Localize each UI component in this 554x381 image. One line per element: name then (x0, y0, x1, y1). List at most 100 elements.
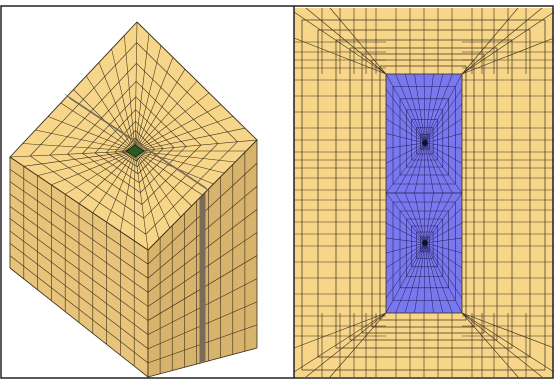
refined-spoke (404, 192, 426, 244)
refined-spoke (424, 142, 444, 194)
section-diagonal-line (305, 312, 387, 378)
panel-right-cross-section (293, 7, 554, 378)
cube-top-spoke (9, 150, 136, 158)
refined-spoke (424, 118, 463, 144)
cube-top-spoke (134, 150, 181, 218)
section-diagonal-line (293, 312, 387, 349)
refined-spoke (423, 242, 426, 314)
refined-spoke (424, 242, 463, 299)
refined-spoke (424, 222, 463, 244)
refined-spoke (385, 242, 426, 269)
refined-spoke (424, 88, 463, 144)
section-diagonal-line (461, 37, 554, 75)
section-ring (349, 47, 498, 341)
refined-spoke (423, 192, 426, 244)
section-ring (361, 53, 485, 334)
section-diagonal-line (293, 11, 387, 75)
section-diagonal-line (305, 7, 387, 75)
refined-spoke (385, 142, 426, 164)
cube-top-spoke (134, 80, 198, 152)
refined-spoke (424, 242, 444, 314)
cube-top-spoke (92, 150, 136, 213)
figure-frame (0, 5, 554, 379)
refined-spoke (424, 142, 434, 194)
cube-top-spoke (134, 45, 162, 152)
refined-spoke (424, 103, 463, 144)
point-source-marker (422, 140, 428, 146)
refined-spoke (404, 73, 426, 144)
refined-spoke (385, 207, 426, 244)
cube-left-face-gridline (9, 255, 149, 364)
cube-top-spoke (47, 116, 136, 152)
cube-top-spoke (85, 75, 136, 152)
section-diagonal-line (293, 312, 387, 373)
cube-top-spoke (65, 150, 136, 195)
refined-spoke (395, 192, 426, 244)
refined-spoke (424, 142, 463, 179)
section-ring (371, 59, 475, 328)
cube-top-spoke (134, 150, 225, 174)
refined-spoke (424, 237, 463, 244)
cube-top-spoke (134, 92, 210, 152)
section-diagonal-line (461, 312, 543, 378)
refined-spoke (424, 192, 453, 244)
refined-spoke (385, 242, 426, 254)
outer-border (0, 5, 554, 379)
cube-top-spoke (78, 150, 136, 204)
refined-spoke (424, 73, 453, 144)
refined-spoke (414, 142, 426, 194)
refined-spoke (424, 142, 453, 194)
refined-spoke (424, 73, 434, 144)
point-source-marker (422, 240, 428, 246)
cube-left-face-gridline (9, 181, 149, 279)
cube-left-face-gridline (9, 243, 149, 350)
refined-spoke (385, 73, 426, 144)
refined-spoke (414, 73, 426, 144)
cube-top-spoke (134, 33, 150, 152)
refined-spoke (424, 242, 434, 314)
cube-top-spoke (134, 21, 138, 152)
refined-spoke (424, 142, 463, 194)
cube-top-spoke (133, 150, 136, 241)
refined-spoke (385, 242, 426, 284)
cube-top-spoke (134, 150, 203, 196)
refined-spoke (385, 242, 426, 299)
fracture-band-vertical (199, 193, 206, 365)
refined-spoke (424, 73, 444, 144)
cube-top-spoke (23, 150, 136, 167)
refined-spoke (385, 103, 426, 144)
cube-top-spoke (134, 150, 160, 240)
section-diagonal-line (461, 312, 519, 378)
refined-spoke (424, 142, 463, 149)
refined-spoke (385, 88, 426, 144)
cube-top-spoke (106, 150, 136, 223)
cube-left-face-gridline (9, 218, 149, 321)
refined-spoke (414, 242, 426, 314)
refined-spoke (424, 192, 463, 244)
refined-spoke (385, 242, 426, 314)
cube-top-spoke (134, 104, 222, 152)
cube-top-spoke (124, 35, 136, 152)
cube-top-spoke (134, 139, 258, 152)
cube-top-spoke (134, 150, 192, 207)
section-diagonal-line (329, 7, 387, 75)
refined-spoke (424, 133, 463, 144)
section-ring (379, 65, 467, 321)
cube-top-spoke (134, 150, 149, 251)
refined-spoke (424, 242, 463, 269)
section-ring (301, 19, 546, 371)
refined-spoke (385, 118, 426, 144)
cube-top-spoke (134, 57, 174, 152)
refined-spoke (424, 242, 453, 314)
cube-left-face-gridline (9, 193, 149, 293)
refined-spoke (424, 242, 463, 254)
cube-left-face-gridline (9, 169, 149, 265)
cube-top-spoke (120, 150, 136, 232)
refined-spoke (385, 237, 426, 244)
refined-spoke (424, 142, 463, 164)
refined-spoke (385, 142, 426, 149)
refined-spoke (385, 142, 426, 194)
section-diagonal-line (461, 7, 543, 75)
refined-spoke (395, 73, 426, 144)
cube-top-spoke (35, 129, 136, 152)
